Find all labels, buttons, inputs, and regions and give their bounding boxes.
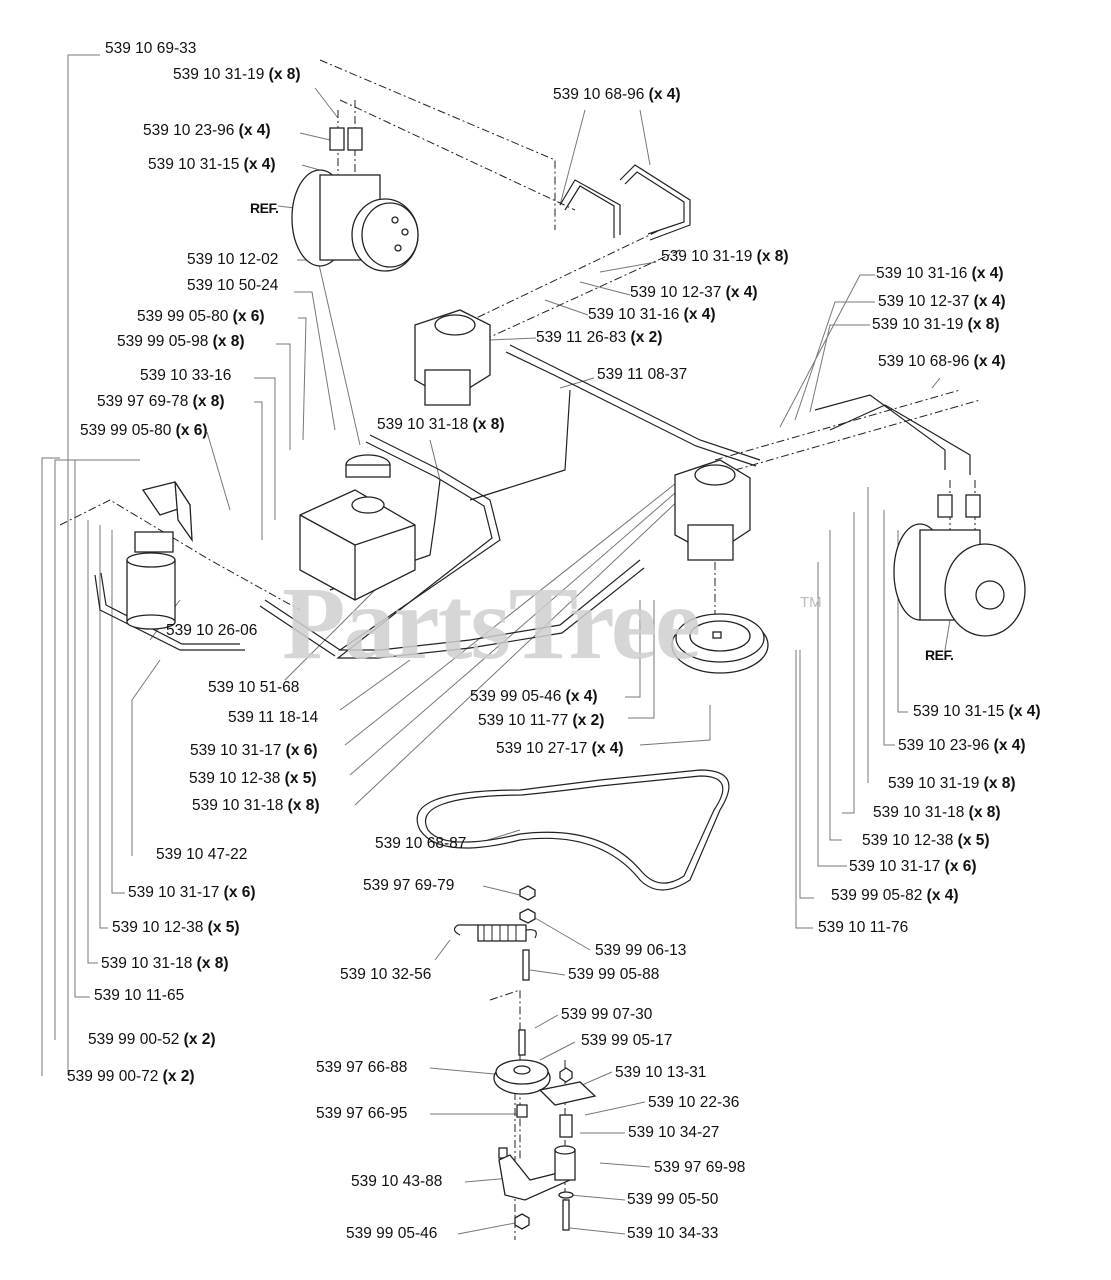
part-label[interactable]: 539 99 00-72 (x 2)	[67, 1068, 195, 1085]
part-label[interactable]: 539 10 11-65	[94, 987, 185, 1004]
part-label[interactable]: 539 99 05-50	[627, 1191, 719, 1208]
part-label[interactable]: 539 10 34-27	[628, 1124, 720, 1141]
part-label[interactable]: 539 10 68-96 (x 4)	[553, 86, 681, 103]
part-label[interactable]: 539 10 12-38 (x 5)	[862, 832, 990, 849]
part-label[interactable]: 539 10 31-15 (x 4)	[148, 156, 276, 173]
part-label[interactable]: 539 99 05-88	[568, 966, 660, 983]
part-label[interactable]: 539 99 06-13	[595, 942, 687, 959]
leader-lines	[41, 54, 951, 1235]
part-label[interactable]: 539 97 69-98	[654, 1159, 746, 1176]
part-label[interactable]: 539 10 69-33	[105, 40, 197, 57]
ref-label-left-motor: REF.	[250, 200, 279, 216]
part-label[interactable]: 539 10 31-17 (x 6)	[128, 884, 256, 901]
part-label[interactable]: 539 99 05-17	[581, 1032, 673, 1049]
part-label[interactable]: 539 11 18-14	[228, 709, 319, 726]
part-label[interactable]: 539 10 31-19 (x 8)	[661, 248, 789, 265]
part-label[interactable]: 539 10 31-17 (x 6)	[849, 858, 977, 875]
part-label[interactable]: 539 99 05-46	[346, 1225, 438, 1242]
reservoir-tank	[299, 454, 416, 601]
part-label[interactable]: 539 10 68-96 (x 4)	[878, 353, 1006, 370]
part-label[interactable]: 539 10 34-33	[627, 1225, 719, 1242]
part-label[interactable]: 539 10 12-38 (x 5)	[189, 770, 317, 787]
part-label[interactable]: 539 10 31-17 (x 6)	[190, 742, 318, 759]
part-label[interactable]: 539 10 43-88	[351, 1173, 443, 1190]
part-label[interactable]: 539 10 31-18 (x 8)	[377, 416, 505, 433]
part-label[interactable]: 539 10 51-68	[208, 679, 300, 696]
part-label[interactable]: 539 11 08-37	[597, 366, 688, 383]
part-label[interactable]: 539 10 27-17 (x 4)	[496, 740, 624, 757]
part-label[interactable]: 539 10 23-96 (x 4)	[898, 737, 1026, 754]
part-label[interactable]: 539 10 12-38 (x 5)	[112, 919, 240, 936]
idler-pulley	[493, 1029, 551, 1118]
hydraulic-tubes	[94, 164, 971, 659]
part-label[interactable]: 539 10 31-19 (x 8)	[173, 66, 301, 83]
part-label[interactable]: 539 99 05-98 (x 8)	[117, 333, 245, 350]
part-label[interactable]: 539 10 33-16	[140, 367, 232, 384]
part-label[interactable]: 539 99 05-82 (x 4)	[831, 887, 959, 904]
part-label[interactable]: 539 10 26-06	[166, 622, 258, 639]
part-label[interactable]: 539 10 32-56	[340, 966, 432, 983]
part-label[interactable]: 539 99 07-30	[561, 1006, 653, 1023]
part-label[interactable]: 539 10 13-31	[615, 1064, 707, 1081]
part-label[interactable]: 539 10 31-16 (x 4)	[876, 265, 1004, 282]
left-wheel-motor	[291, 127, 419, 272]
part-label[interactable]: 539 10 31-16 (x 4)	[588, 306, 716, 323]
part-label[interactable]: 539 97 69-78 (x 8)	[97, 393, 225, 410]
part-label[interactable]: 539 10 68-87	[375, 835, 467, 852]
part-label[interactable]: 539 10 31-18 (x 8)	[873, 804, 1001, 821]
nuts-and-bolt	[519, 885, 536, 981]
watermark-trademark: TM	[800, 594, 822, 611]
pump-pulley	[671, 613, 769, 674]
drive-belt	[416, 769, 730, 891]
part-label[interactable]: 539 10 31-18 (x 8)	[192, 797, 320, 814]
left-pump	[414, 309, 491, 406]
part-label[interactable]: 539 10 23-96 (x 4)	[143, 122, 271, 139]
right-pump	[674, 459, 751, 561]
watermark: PartsTree	[282, 566, 701, 681]
oil-filter	[126, 531, 176, 630]
part-label[interactable]: 539 10 11-76	[818, 919, 909, 936]
part-label[interactable]: 539 10 22-36	[648, 1094, 740, 1111]
part-label[interactable]: 539 10 11-77 (x 2)	[478, 712, 605, 729]
tension-spring	[453, 924, 537, 942]
part-label[interactable]: 539 10 47-22	[156, 846, 248, 863]
ref-label-right-motor: REF.	[925, 647, 954, 663]
part-label[interactable]: 539 99 05-80 (x 6)	[137, 308, 265, 325]
part-label[interactable]: 539 10 31-15 (x 4)	[913, 703, 1041, 720]
part-label[interactable]: 539 10 12-37 (x 4)	[630, 284, 758, 301]
part-label[interactable]: 539 99 05-46 (x 4)	[470, 688, 598, 705]
part-label[interactable]: 539 10 50-24	[187, 277, 279, 294]
part-label[interactable]: 539 10 31-19 (x 8)	[872, 316, 1000, 333]
part-label[interactable]: 539 11 26-83 (x 2)	[536, 329, 663, 346]
filter-bracket	[141, 481, 193, 543]
part-label[interactable]: 539 99 05-80 (x 6)	[80, 422, 208, 439]
part-label[interactable]: 539 97 66-95	[316, 1105, 408, 1122]
part-label[interactable]: 539 97 66-88	[316, 1059, 408, 1076]
part-label[interactable]: 539 10 12-37 (x 4)	[878, 293, 1006, 310]
part-label[interactable]: 539 10 31-19 (x 8)	[888, 775, 1016, 792]
part-label[interactable]: 539 10 12-02	[187, 251, 279, 268]
part-label[interactable]: 539 97 69-79	[363, 877, 455, 894]
idler-arm	[498, 1067, 597, 1231]
part-label[interactable]: 539 10 31-18 (x 8)	[101, 955, 229, 972]
right-wheel-motor	[893, 494, 1026, 637]
part-label[interactable]: 539 99 00-52 (x 2)	[88, 1031, 216, 1048]
